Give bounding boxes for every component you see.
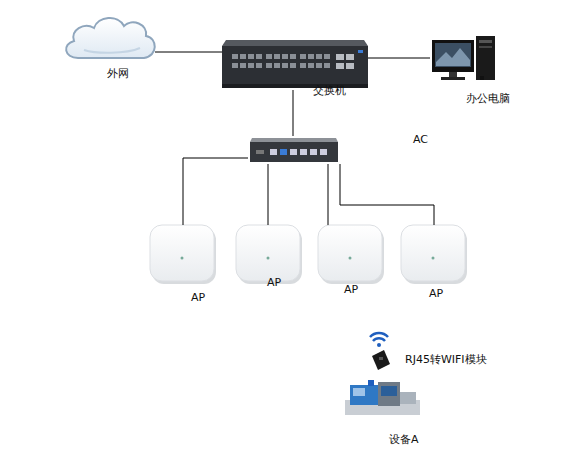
network-cable — [155, 52, 222, 53]
wifi-module-icon — [370, 333, 390, 370]
ap-icon — [150, 225, 216, 284]
node-label: AP — [344, 283, 358, 296]
cable-line — [268, 164, 269, 225]
ap-node: AP — [401, 225, 467, 283]
node-label: AC — [413, 133, 428, 146]
switch-icon — [222, 40, 368, 88]
cloud-node: 外网 — [62, 14, 158, 60]
cable-line — [368, 58, 430, 59]
module-node: RJ45转WIFI模块 — [366, 330, 394, 372]
ac-icon — [250, 138, 338, 162]
node-label: AP — [191, 291, 205, 304]
cable-line — [340, 164, 434, 225]
ap-node: AP — [236, 225, 302, 283]
network-cable — [293, 90, 294, 136]
switch-node: 交换机 — [222, 40, 368, 90]
cable-line — [155, 52, 222, 53]
device-node: 设备A — [344, 378, 420, 416]
cable-line — [328, 164, 329, 225]
network-cable — [368, 58, 430, 59]
ap-icon — [401, 225, 467, 284]
ac-node: AC — [248, 136, 343, 164]
pc-node: 办公电脑 — [430, 35, 496, 81]
ap-node: AP — [318, 225, 384, 283]
node-label: AP — [429, 287, 443, 300]
network-cable — [340, 164, 434, 225]
network-cable — [328, 164, 329, 225]
node-label: RJ45转WIFI模块 — [405, 353, 487, 366]
node-label: 设备A — [389, 433, 419, 446]
ap-node: AP — [150, 225, 216, 283]
pc-icon — [432, 36, 495, 80]
node-label: 交换机 — [313, 84, 346, 97]
ap-icon — [318, 225, 384, 284]
node-label: 办公电脑 — [466, 92, 510, 105]
node-label: AP — [267, 276, 281, 289]
cable-line — [293, 90, 294, 136]
ap-icon — [236, 225, 302, 284]
network-cable — [183, 158, 248, 225]
cable-line — [183, 158, 248, 225]
network-cable — [268, 164, 269, 225]
cloud-icon — [66, 18, 155, 58]
cloud-shade — [84, 48, 140, 53]
machine-icon — [345, 380, 420, 415]
node-label: 外网 — [107, 67, 129, 80]
